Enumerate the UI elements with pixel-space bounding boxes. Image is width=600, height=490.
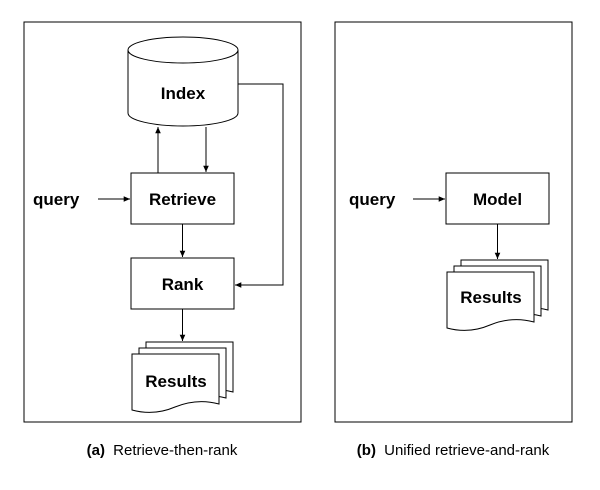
rank-node: Rank <box>130 257 235 310</box>
results-stack-a: Results <box>131 341 234 413</box>
rank-label: Rank <box>162 275 204 294</box>
query-label-b: query <box>349 190 396 209</box>
caption-a-letter: (a) <box>87 442 105 459</box>
caption-b: (b) Unified retrieve-and-rank <box>357 442 550 459</box>
retrieve-label: Retrieve <box>149 190 216 209</box>
results-stack-b: Results <box>446 259 549 331</box>
retrieve-node: Retrieve <box>130 172 235 225</box>
panel-a-frame <box>23 21 302 423</box>
caption-a: (a) Retrieve-then-rank <box>87 442 238 459</box>
model-node: Model <box>445 172 550 225</box>
query-label-a: query <box>33 190 80 209</box>
results-label-b: Results <box>460 288 521 307</box>
model-label: Model <box>473 190 522 209</box>
results-label-a: Results <box>145 372 206 391</box>
index-database: Index <box>127 36 239 127</box>
panel-b-frame <box>334 21 573 423</box>
caption-a-text: Retrieve-then-rank <box>113 442 238 459</box>
caption-b-text: Unified retrieve-and-rank <box>384 442 550 459</box>
edge-index-to-rank <box>235 83 284 288</box>
index-label: Index <box>161 84 206 103</box>
caption-b-letter: (b) <box>357 442 376 459</box>
